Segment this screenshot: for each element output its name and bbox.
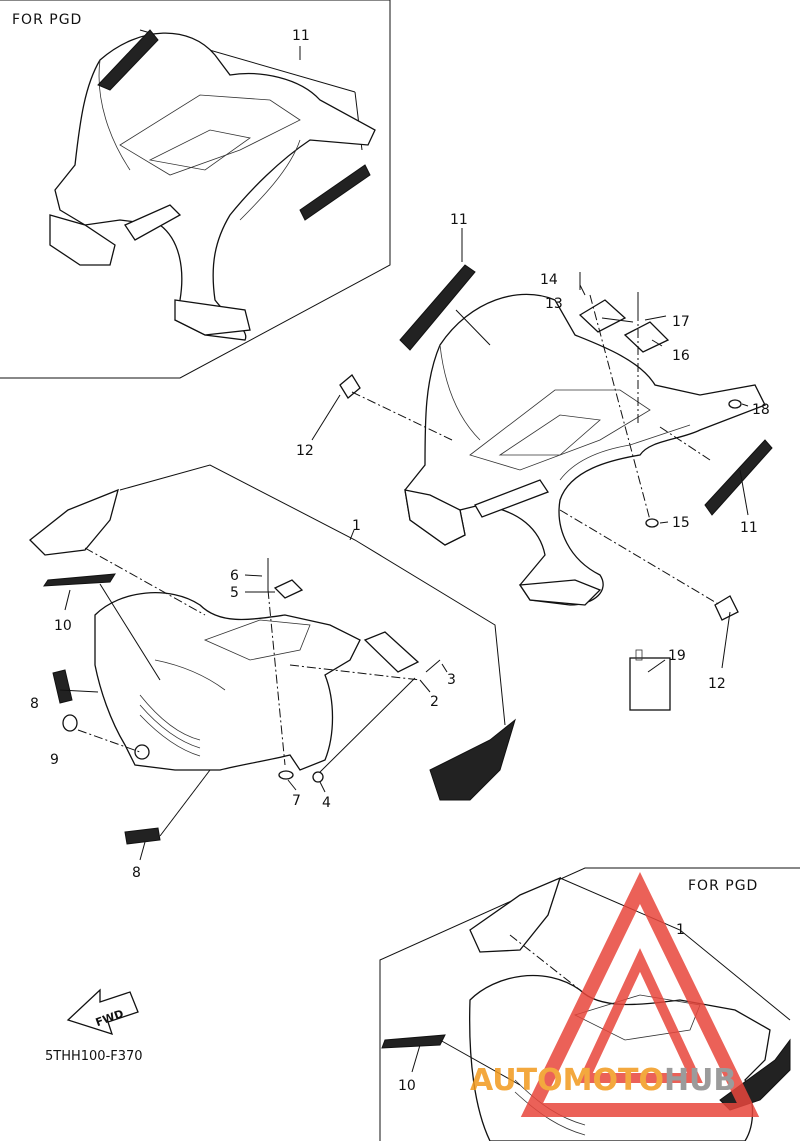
- callout-7: 7: [292, 793, 301, 809]
- emblem-11-left: [399, 264, 476, 351]
- watermark-triangle-outer: [520, 871, 760, 1117]
- inset-emblem-right: [299, 164, 371, 221]
- decal-10: [43, 573, 116, 587]
- grommet-15: [645, 518, 659, 528]
- fwd-arrow: FWD: [66, 988, 139, 1036]
- decal-12-upper: [339, 374, 361, 399]
- rear-tool-tray: [498, 414, 601, 456]
- front-top-cover: [29, 488, 119, 556]
- decal-8-lower: [124, 827, 161, 845]
- inset-mudflap-right: [174, 299, 251, 336]
- inset-bottom-frame: [379, 867, 800, 1141]
- decal-2: [363, 631, 420, 673]
- inset-emblem-left: [97, 29, 159, 91]
- watermark-text-hub: HUB: [664, 1063, 736, 1098]
- rear-mudflap-right: [518, 579, 602, 606]
- watermark-triangle-inner: [577, 948, 703, 1083]
- callout-14: 14: [540, 272, 558, 288]
- emblem-11-right: [704, 439, 773, 516]
- watermark-text-moto: MOTO: [563, 1063, 664, 1098]
- rear-contour: [559, 424, 691, 481]
- callout-5: 5: [230, 585, 239, 601]
- front-light-housing: [134, 744, 150, 760]
- inset-top-title: FOR PGD: [12, 12, 82, 28]
- inset-top-callout-11: 11: [292, 28, 310, 44]
- inset-contour: [98, 59, 131, 171]
- rear-fender-group: 11 14 13 17 16 18 12 15 11 19 12: [296, 212, 773, 711]
- inset-top-cover: [469, 876, 562, 953]
- callout-8: 8: [30, 696, 39, 712]
- nut-4: [312, 771, 324, 783]
- inset-fender-body: [54, 32, 376, 341]
- grommet-18: [728, 399, 742, 409]
- inset-bottom-callout-10: 10: [398, 1078, 416, 1094]
- inset-decal-10: [381, 1034, 446, 1049]
- watermark: AUTOMOTOHUB: [470, 871, 760, 1117]
- front-emblem-right: [429, 718, 516, 801]
- front-storage-lid: [203, 619, 311, 661]
- rear-seat-well: [469, 389, 651, 471]
- callout-3: 3: [447, 672, 456, 688]
- rear-mudflap-left: [404, 489, 466, 546]
- callout-13: 13: [545, 296, 563, 312]
- decal-16: [623, 321, 670, 353]
- callout-12: 12: [708, 676, 726, 692]
- callout-10: 10: [54, 618, 72, 634]
- decal-5: [273, 579, 304, 599]
- callout-15: 15: [672, 515, 690, 531]
- front-contour: [154, 659, 226, 691]
- watermark-text: AUTOMOTOHUB: [470, 1063, 736, 1098]
- label-19-tab: [635, 649, 643, 661]
- callout-9: 9: [50, 752, 59, 768]
- callout-19: 19: [668, 648, 686, 664]
- callout-4: 4: [322, 795, 331, 811]
- callout-1: 1: [352, 518, 361, 534]
- callout-6: 6: [230, 568, 239, 584]
- callout-2: 2: [430, 694, 439, 710]
- inset-bottom-title: FOR PGD: [688, 878, 758, 894]
- inset-rear-fender: [49, 29, 376, 341]
- watermark-text-auto: AUTO: [470, 1063, 563, 1098]
- decal-8-upper: [52, 669, 73, 704]
- inset-top-frame: [0, 0, 391, 379]
- inset-grille-line: [514, 1091, 586, 1136]
- rear-fender-body: [404, 293, 766, 606]
- callout-8: 8: [132, 865, 141, 881]
- callout-11: 11: [450, 212, 468, 228]
- reflector-9: [62, 714, 78, 732]
- front-grille-line: [139, 704, 201, 749]
- callout-17: 17: [672, 314, 690, 330]
- inset-storage-lid: [573, 994, 701, 1041]
- inset-top: FOR PGD 11: [0, 0, 391, 379]
- inset-seat-well: [119, 94, 301, 176]
- front-grille-line: [139, 694, 201, 741]
- inset-mudflap-left: [49, 214, 116, 266]
- diagram-code: 5THH100-F370: [45, 1049, 143, 1064]
- front-fender-body: [94, 592, 361, 771]
- inset-contour: [239, 139, 301, 221]
- rivet-3: [425, 659, 441, 673]
- decal-13: [578, 299, 627, 333]
- inset-tool-tray: [148, 129, 251, 171]
- callout-16: 16: [672, 348, 690, 364]
- watermark-logo: [520, 871, 760, 1117]
- decal-12-lower: [714, 595, 739, 621]
- rear-step: [474, 479, 549, 518]
- label-19: [629, 657, 671, 711]
- grommet-7: [278, 770, 294, 780]
- rear-contour: [439, 344, 481, 441]
- front-fender-group: 1 6 5 10 3 2 8 9 7 4 8: [29, 464, 516, 881]
- front-grille-line: [139, 714, 201, 757]
- callout-11: 11: [740, 520, 758, 536]
- callout-12: 12: [296, 443, 314, 459]
- callout-18: 18: [752, 402, 770, 418]
- fwd-arrow-shape: [66, 988, 139, 1036]
- inset-step: [124, 204, 182, 241]
